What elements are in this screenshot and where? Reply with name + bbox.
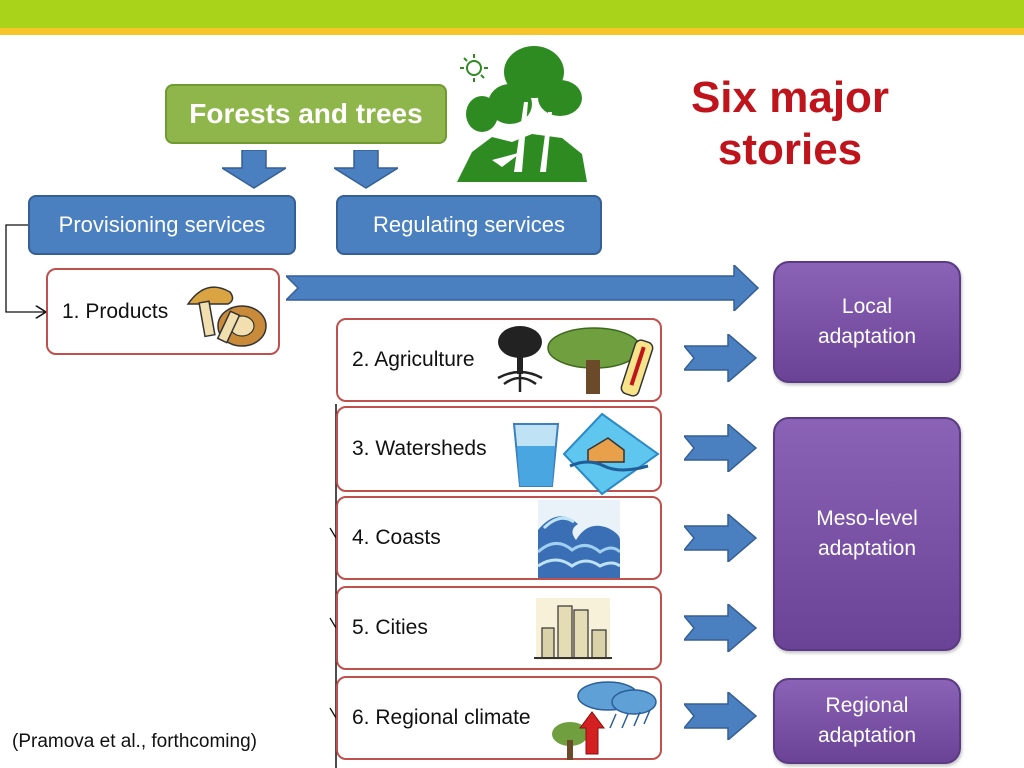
story-cities: 5. Cities [336, 586, 662, 670]
meso-level-adaptation-label: Meso-level adaptation [816, 507, 918, 560]
forests-and-trees-box: Forests and trees [165, 84, 447, 144]
provisioning-services-box: Provisioning services [28, 195, 296, 255]
citation: (Pramova et al., forthcoming) [12, 731, 257, 752]
water-glass-flood-icon [512, 412, 660, 496]
story-watersheds: 3. Watersheds [336, 406, 662, 496]
local-adaptation-label: Local adaptation [817, 295, 917, 348]
arrow-regional-climate [684, 692, 758, 740]
products-to-local-arrow [286, 265, 760, 311]
slide-title: Six major stories [650, 72, 930, 176]
title-line-1: Six major [690, 73, 890, 122]
story-agriculture: 2. Agriculture [336, 318, 662, 402]
city-skyline-icon [534, 598, 612, 660]
arrow-watersheds [684, 424, 758, 472]
regional-adaptation-box: Regional adaptation [773, 678, 961, 764]
top-accent-bar [0, 0, 1024, 28]
story-watersheds-label: 3. Watersheds [352, 437, 487, 460]
tree-roots-thermometer-icon [497, 326, 654, 397]
top-accent-stripe [0, 28, 1024, 35]
arrow-cities [684, 604, 758, 652]
story-regional-climate: 6. Regional climate [336, 676, 662, 760]
provisioning-connector [5, 224, 46, 312]
story-coasts: 4. Coasts [336, 496, 662, 580]
story-coasts-label: 4. Coasts [352, 526, 441, 549]
story-products-label: 1. Products [62, 299, 169, 323]
cloud-rain-tree-icon [552, 681, 657, 760]
story-regional-climate-label: 6. Regional climate [352, 706, 531, 729]
down-arrow-provisioning [222, 150, 286, 189]
story-agriculture-label: 2. Agriculture [352, 348, 475, 371]
meso-level-adaptation-box: Meso-level adaptation [773, 417, 961, 651]
title-line-2: stories [717, 125, 863, 174]
down-arrow-regulating [334, 150, 398, 189]
waves-icon [538, 500, 620, 578]
regulating-services-box: Regulating services [336, 195, 602, 255]
regional-adaptation-label: Regional adaptation [817, 694, 917, 747]
arrow-agriculture [684, 334, 758, 382]
local-adaptation-box: Local adaptation [773, 261, 961, 383]
arrow-coasts [684, 514, 758, 562]
mushrooms-icon [186, 286, 267, 347]
story-cities-label: 5. Cities [352, 616, 428, 639]
forest-trees-icon [457, 46, 587, 182]
story-products: 1. Products [46, 268, 280, 355]
